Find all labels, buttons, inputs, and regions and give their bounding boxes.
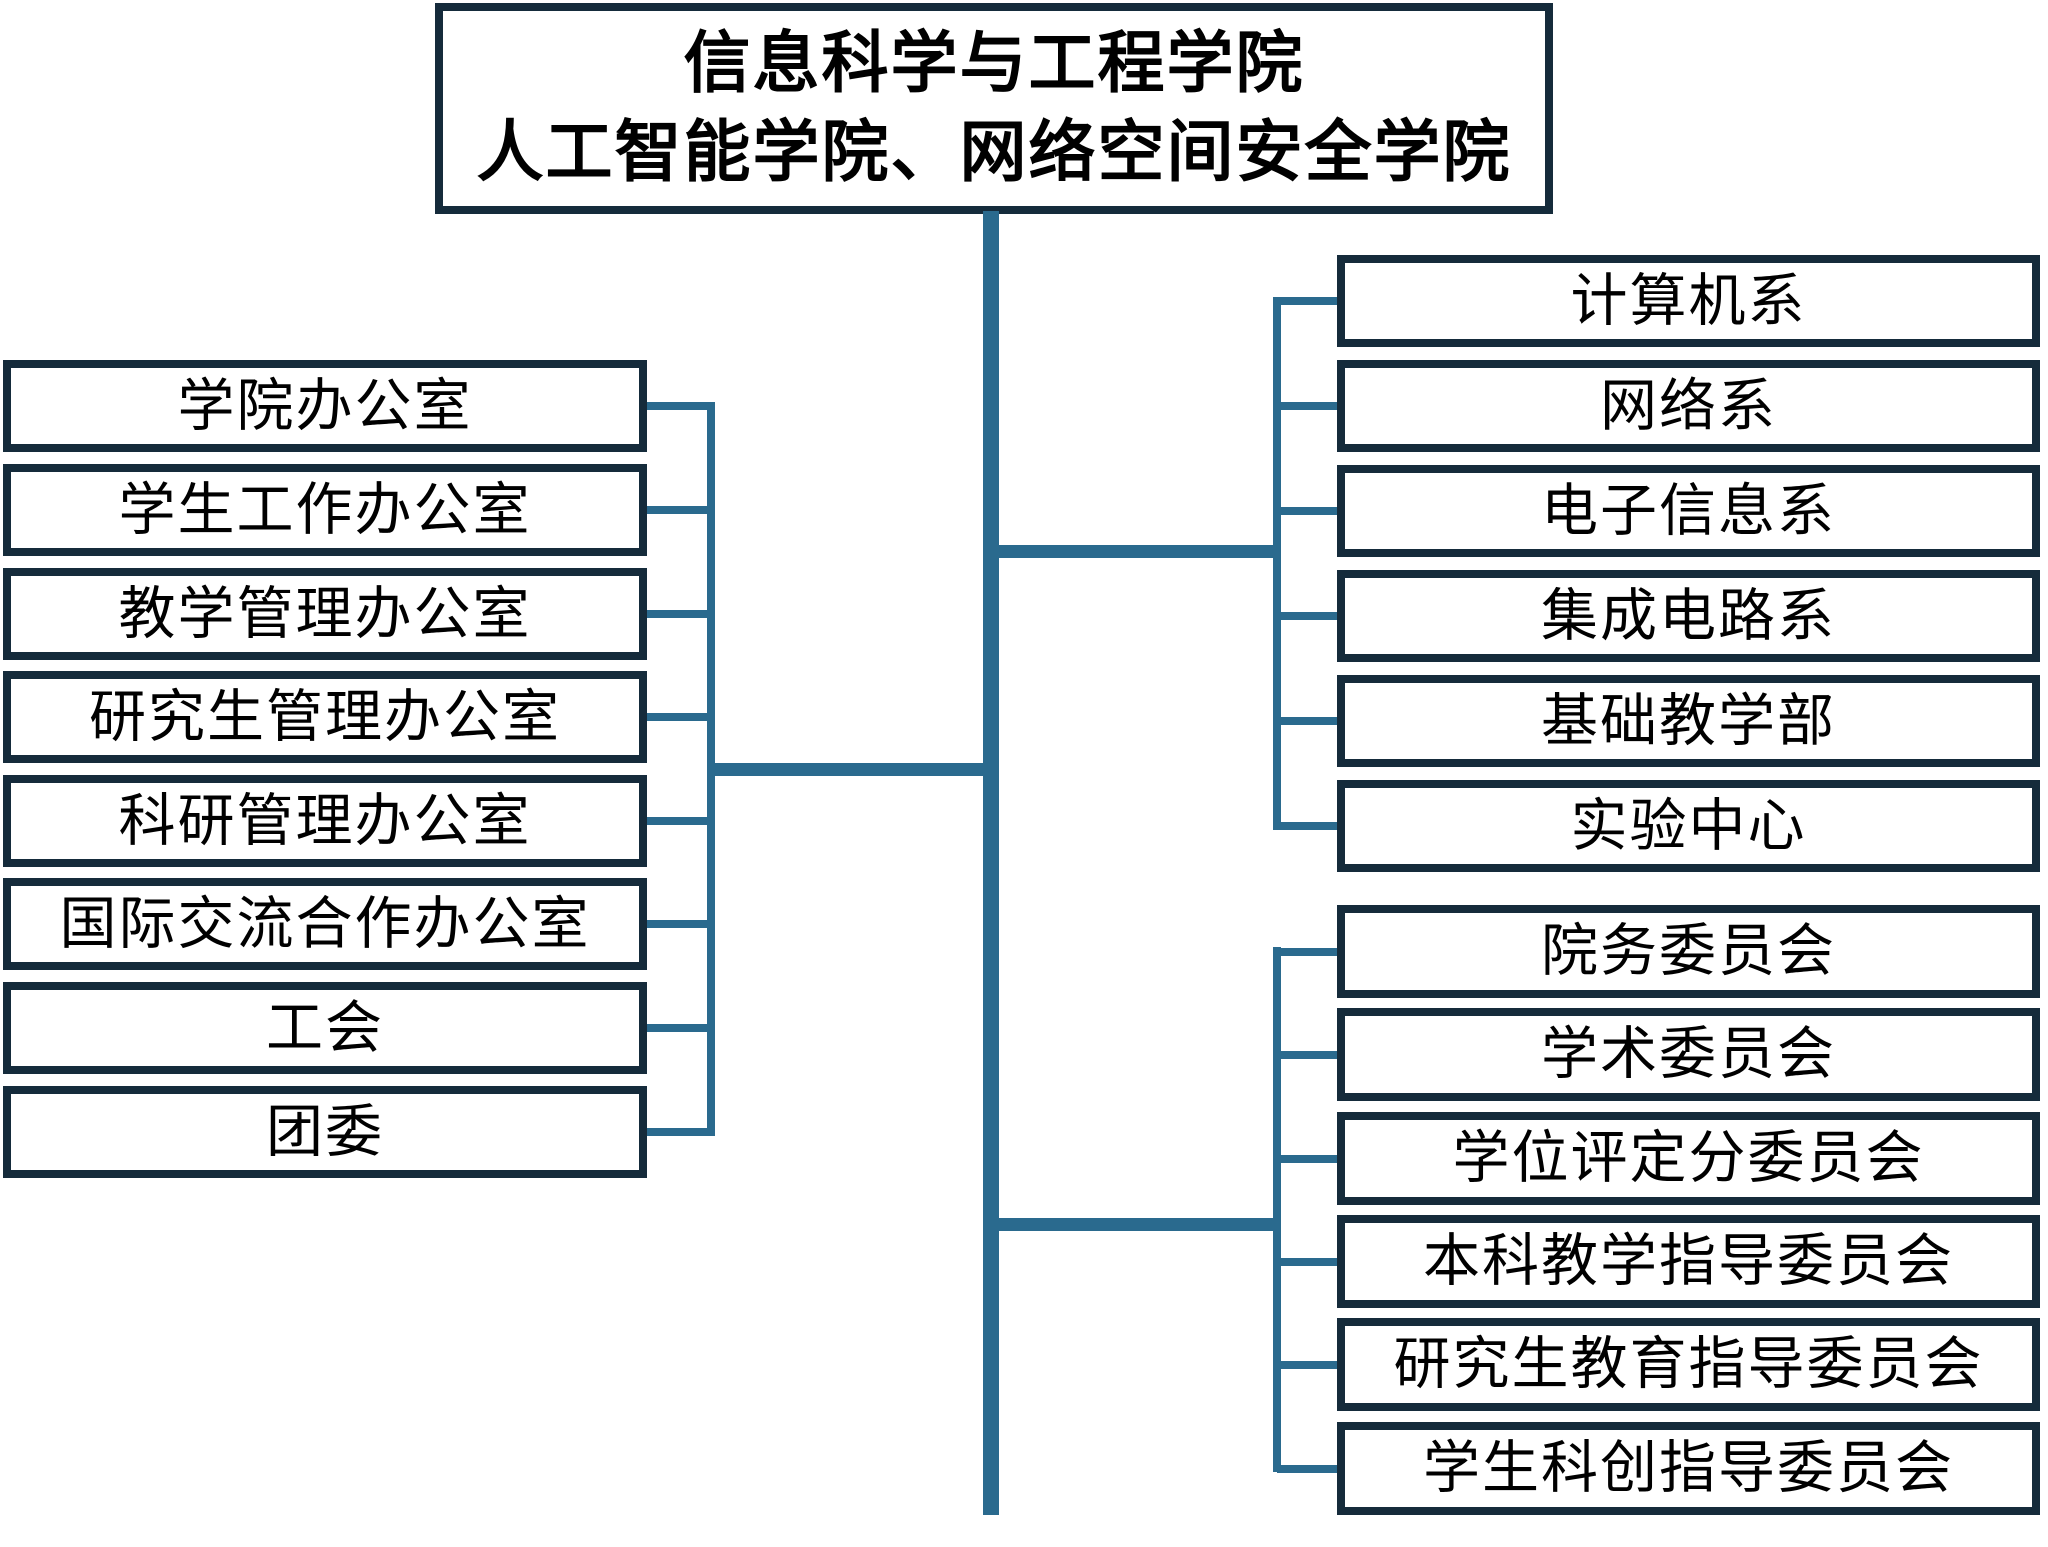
org-box-office-1: 学生工作办公室 [3,464,647,556]
connector-stub-committee-3 [1277,1257,1345,1266]
connector-stub-committee-0 [1277,947,1345,956]
connector-stub-department-4 [1277,717,1345,725]
org-box-committee-5: 学生科创指导委员会 [1337,1422,2040,1515]
connector-stub-office-6 [643,1024,715,1032]
connector-stub-department-1 [1277,402,1345,410]
connector-stub-committee-4 [1277,1360,1345,1369]
connector-stub-committee-1 [1277,1050,1345,1059]
right-top-branch [991,545,1281,558]
org-box-committee-3: 本科教学指导委员会 [1337,1215,2040,1308]
right-bottom-branch [991,1218,1281,1231]
org-box-department-0: 计算机系 [1337,255,2040,347]
connector-stub-office-5 [643,920,715,928]
connector-stub-office-1 [643,506,715,514]
org-box-committee-0: 院务委员会 [1337,905,2040,998]
org-box-department-3: 集成电路系 [1337,570,2040,662]
connector-stub-committee-2 [1277,1154,1345,1163]
connector-stub-office-2 [643,610,715,618]
org-box-committee-4: 研究生教育指导委员会 [1337,1318,2040,1411]
right-top-spine [1273,297,1281,830]
title-line-2: 人工智能学院、网络空间安全学院 [476,114,1512,190]
org-box-department-2: 电子信息系 [1337,465,2040,557]
title-line-1: 信息科学与工程学院 [683,26,1305,102]
connector-stub-department-3 [1277,612,1345,620]
left-branch [707,763,991,776]
org-box-department-5: 实验中心 [1337,780,2040,872]
connector-stub-office-4 [643,817,715,825]
org-box-office-2: 教学管理办公室 [3,568,647,660]
trunk-line [983,211,999,1515]
connector-stub-office-7 [643,1128,715,1136]
title-box: 信息科学与工程学院 人工智能学院、网络空间安全学院 [435,3,1553,214]
org-box-committee-1: 学术委员会 [1337,1008,2040,1101]
org-box-office-7: 团委 [3,1086,647,1178]
org-box-department-1: 网络系 [1337,360,2040,452]
connector-stub-department-5 [1277,822,1345,830]
connector-stub-department-2 [1277,507,1345,515]
connector-stub-office-0 [643,402,715,410]
org-box-office-0: 学院办公室 [3,360,647,452]
org-box-department-4: 基础教学部 [1337,675,2040,767]
org-box-office-5: 国际交流合作办公室 [3,878,647,970]
connector-stub-department-0 [1277,297,1345,305]
connector-stub-committee-5 [1277,1464,1345,1473]
left-spine [707,402,715,1136]
org-box-committee-2: 学位评定分委员会 [1337,1112,2040,1205]
connector-stub-office-3 [643,713,715,721]
right-bottom-spine [1273,947,1281,1472]
org-box-office-4: 科研管理办公室 [3,775,647,867]
org-box-office-6: 工会 [3,982,647,1074]
org-box-office-3: 研究生管理办公室 [3,671,647,763]
